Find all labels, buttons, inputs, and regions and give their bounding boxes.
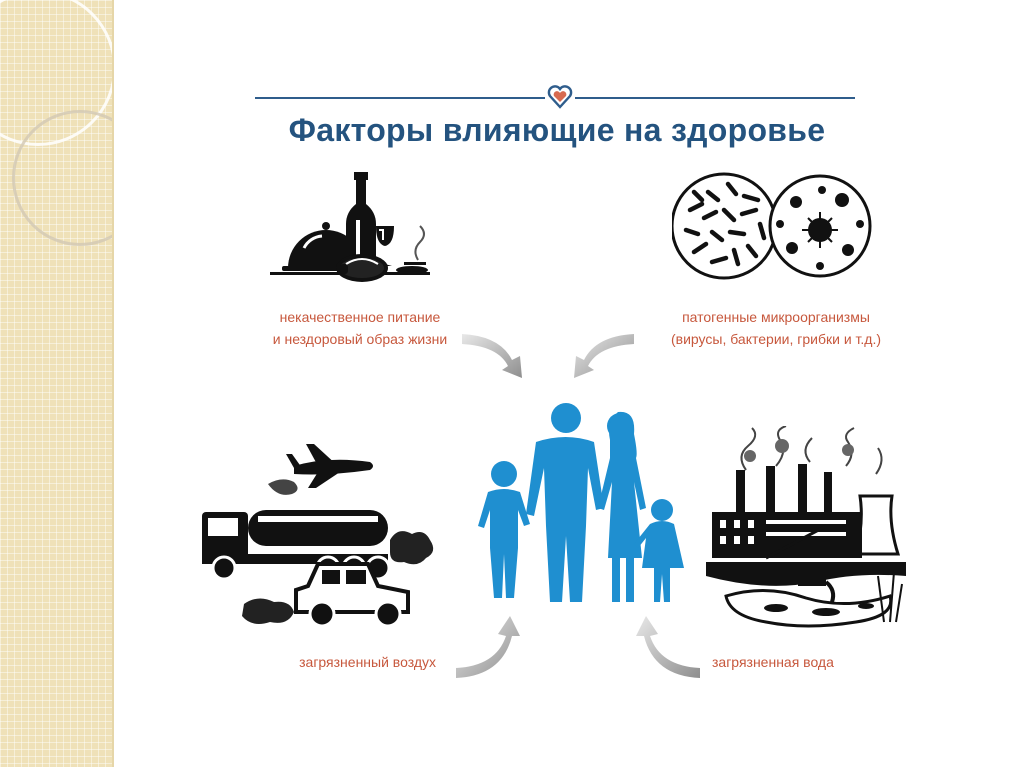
factor-label-food-line1: некачественное питание: [279, 309, 441, 325]
factor-label-food: некачественное питание и нездоровый обра…: [240, 306, 480, 350]
factor-label-food-line2: и нездоровый образ жизни: [272, 331, 448, 347]
factor-label-microbes: патогенные микроорганизмы (вирусы, бакте…: [636, 306, 916, 350]
factor-label-water: загрязненная вода: [712, 654, 834, 670]
arrow-food-icon: [462, 334, 522, 378]
heart-logo-icon: [547, 85, 573, 109]
factory-icon: [706, 426, 906, 628]
factor-label-microbes-line1: патогенные микроорганизмы: [682, 309, 870, 325]
decorative-side-panel: [0, 0, 114, 767]
title-divider-left: [255, 97, 545, 99]
arrow-microbes-icon: [574, 334, 634, 378]
title-header: [255, 84, 855, 124]
family-icon: [478, 403, 684, 602]
factor-label-air: загрязненный воздух: [299, 654, 436, 670]
arrow-water-icon: [636, 616, 700, 678]
page-title: Факторы влияющие на здоровье: [288, 112, 826, 148]
title-divider-right: [575, 97, 855, 99]
microbes-icon: [672, 172, 872, 280]
food-icon: [270, 172, 430, 282]
transport-icon: [202, 444, 434, 628]
arrow-air-icon: [456, 616, 520, 678]
factor-label-microbes-line2: (вирусы, бактерии, грибки и т.д.): [671, 331, 881, 347]
